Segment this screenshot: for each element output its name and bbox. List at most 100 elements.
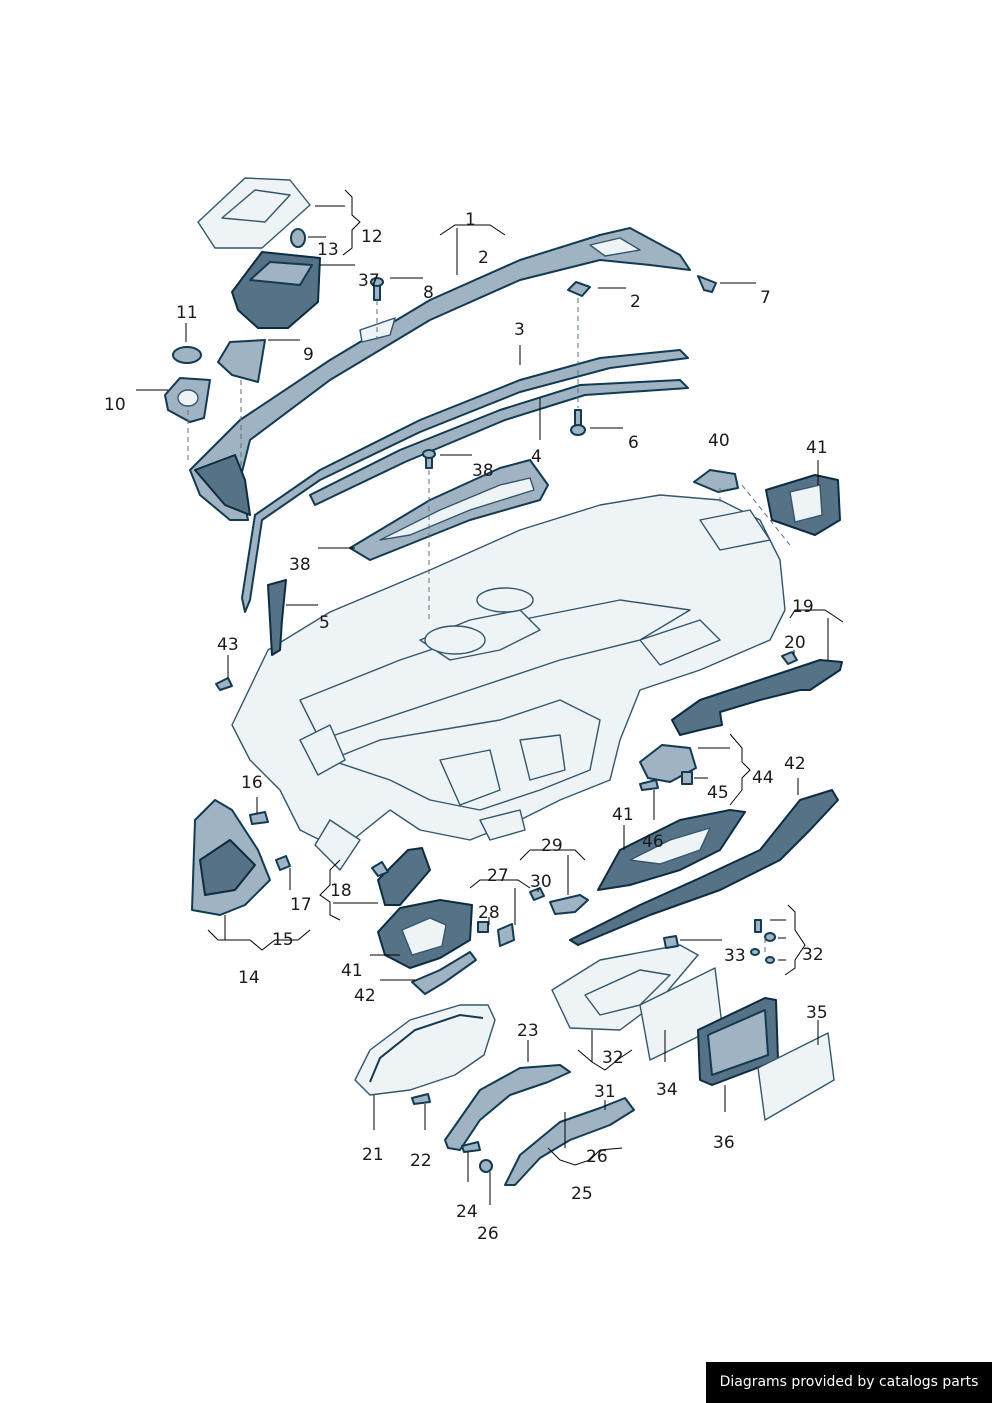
label-19: 19	[792, 597, 814, 617]
clip-part-16	[249, 811, 269, 825]
label-26: 26	[586, 1147, 608, 1167]
label-44: 44	[752, 768, 774, 788]
label-17: 17	[290, 895, 312, 915]
display-part-36	[697, 997, 779, 1086]
label-28: 28	[478, 903, 500, 923]
label-31: 31	[594, 1082, 616, 1102]
trim-part-23	[444, 1064, 571, 1151]
side-cover-part-15	[191, 799, 271, 916]
trim-strip-part-4	[309, 379, 689, 506]
label-43: 43	[217, 635, 239, 655]
trim-part-25	[504, 1097, 635, 1186]
attribution-footer: Diagrams provided by catalogs parts	[706, 1362, 992, 1403]
label-32: 32	[602, 1048, 624, 1068]
instrument-cluster-cover-part-21	[354, 1004, 496, 1096]
label-32: 32	[802, 945, 824, 965]
trim-part-42-right	[569, 789, 839, 946]
label-8: 8	[423, 283, 434, 303]
label-29: 29	[541, 836, 563, 856]
label-2: 2	[630, 292, 641, 312]
label-26: 26	[477, 1224, 499, 1244]
label-27: 27	[487, 866, 509, 886]
guide-lines	[187, 298, 791, 955]
clip-part-17	[275, 855, 291, 871]
label-42: 42	[784, 754, 806, 774]
bracket-part-29	[549, 894, 589, 915]
label-10: 10	[104, 395, 126, 415]
air-vent-part-41-left	[377, 899, 473, 969]
clip-part-43	[215, 677, 233, 691]
label-41: 41	[806, 438, 828, 458]
screw-part-7	[697, 275, 717, 293]
bezel-part-10	[164, 377, 211, 423]
leader-lines	[136, 189, 844, 1205]
screw-part-24	[461, 1141, 481, 1153]
screw-part-6	[570, 409, 586, 436]
clip-part-26	[479, 1159, 493, 1173]
trim-strip-part-3	[241, 349, 689, 613]
label-41: 41	[341, 961, 363, 981]
frame-part-35	[757, 1032, 835, 1121]
label-21: 21	[362, 1145, 384, 1165]
label-42: 42	[354, 986, 376, 1006]
label-6: 6	[628, 433, 639, 453]
screw-part-22	[411, 1093, 431, 1105]
screw-part-46	[639, 779, 659, 791]
label-20: 20	[784, 633, 806, 653]
air-vent-part-41-right	[765, 474, 841, 536]
clip-part-30	[529, 887, 545, 901]
trim-part-19	[671, 659, 843, 736]
label-25: 25	[571, 1184, 593, 1204]
screw-part-32-small	[663, 935, 679, 949]
label-23: 23	[517, 1021, 539, 1041]
center-bezel-part-38	[349, 459, 549, 561]
label-9: 9	[303, 345, 314, 365]
trim-part-9	[217, 339, 266, 383]
label-13: 13	[317, 240, 339, 260]
label-18: 18	[330, 881, 352, 901]
bracket-part-32	[551, 944, 699, 1031]
label-22: 22	[410, 1151, 432, 1171]
label-46: 46	[642, 832, 664, 852]
label-3: 3	[514, 320, 525, 340]
clip-part-27	[497, 923, 515, 947]
label-2: 2	[478, 248, 489, 268]
label-38: 38	[472, 461, 494, 481]
screw-part-38	[422, 449, 436, 469]
clip-part-45	[681, 771, 693, 785]
label-15: 15	[272, 930, 294, 950]
part-number-labels: 1 2 2 3 4 5 6 7 8 9 10 11 12 13 14 15 16…	[104, 210, 828, 1244]
label-12: 12	[361, 227, 383, 247]
trim-piece-part-5	[267, 579, 287, 656]
label-11: 11	[176, 303, 198, 323]
cover-part-40	[693, 469, 739, 493]
label-4: 4	[531, 447, 542, 467]
label-33: 33	[724, 946, 746, 966]
clip-part-2	[567, 281, 591, 297]
trim-part-18	[371, 847, 431, 906]
cover-part-12	[197, 177, 311, 249]
air-vent-part-41-center	[597, 809, 746, 891]
label-16: 16	[241, 773, 263, 793]
label-36: 36	[713, 1133, 735, 1153]
label-24: 24	[456, 1202, 478, 1222]
label-45: 45	[707, 783, 729, 803]
dashboard-main-body	[231, 494, 786, 871]
label-38: 38	[289, 555, 311, 575]
label-37: 37	[358, 271, 380, 291]
label-1: 1	[465, 210, 476, 230]
switch-unit-part-9-upper	[231, 251, 321, 329]
label-7: 7	[760, 288, 771, 308]
trim-part-42-left	[411, 951, 477, 995]
label-30: 30	[530, 872, 552, 892]
label-5: 5	[319, 613, 330, 633]
clip-part-13	[290, 228, 306, 248]
cap-part-11	[172, 346, 202, 364]
upper-trim-part-1	[189, 227, 691, 521]
clip-part-28	[477, 921, 489, 933]
label-34: 34	[656, 1080, 678, 1100]
label-35: 35	[806, 1003, 828, 1023]
label-40: 40	[708, 431, 730, 451]
clip-part-20	[781, 651, 798, 665]
